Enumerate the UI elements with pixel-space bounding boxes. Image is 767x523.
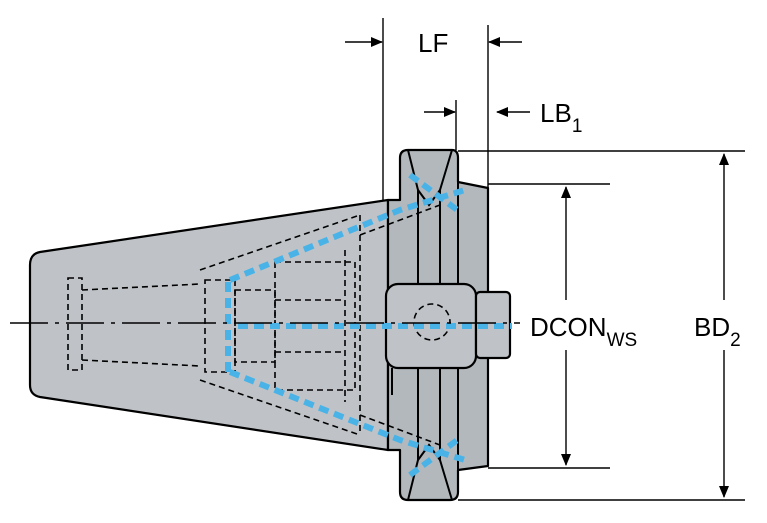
lb1-label: LB1 <box>540 98 582 137</box>
center-hole <box>413 303 451 341</box>
bd2-dimension <box>458 150 745 501</box>
coolant-channels <box>225 172 512 478</box>
lf-label: LF <box>418 28 448 58</box>
bd2-label: BD2 <box>694 312 741 351</box>
dcon-dimension <box>488 183 610 469</box>
lb1-dimension <box>424 100 530 150</box>
hidden-lines <box>67 204 441 446</box>
lf-dimension <box>345 18 522 200</box>
dcon-label: DCONWS <box>530 312 637 351</box>
